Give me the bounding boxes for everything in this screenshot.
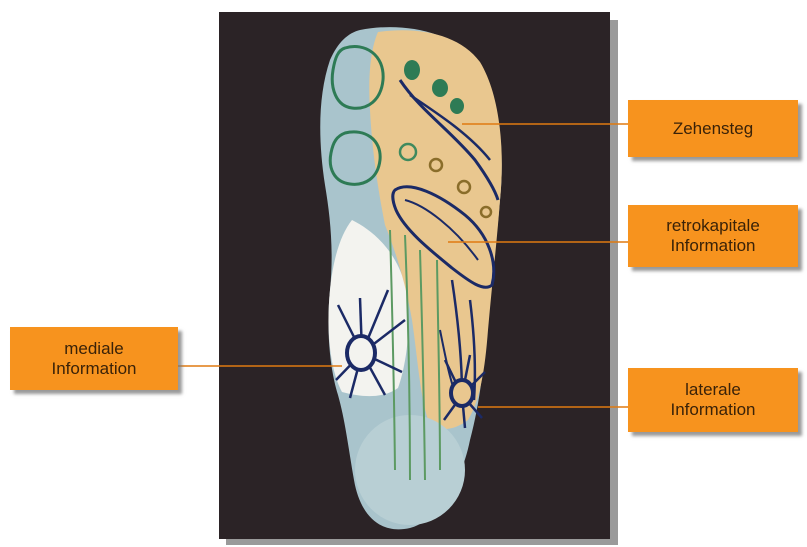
toe-dot (432, 79, 448, 97)
label-zehensteg-text: Zehensteg (673, 119, 753, 139)
label-mediale-line2: Information (51, 359, 136, 379)
lateral-ring (451, 380, 473, 406)
label-retrokapitale-line1: retrokapitale (666, 216, 760, 236)
label-laterale: laterale Information (628, 368, 798, 432)
label-mediale: mediale Information (10, 327, 178, 390)
label-mediale-line1: mediale (64, 339, 124, 359)
medial-ring (347, 336, 375, 370)
label-zehensteg: Zehensteg (628, 100, 798, 157)
label-retrokapitale-line2: Information (670, 236, 755, 256)
label-laterale-line2: Information (670, 400, 755, 420)
toe-dot (450, 98, 464, 114)
label-retrokapitale: retrokapitale Information (628, 205, 798, 267)
label-laterale-line1: laterale (685, 380, 741, 400)
toe-dot (404, 60, 420, 80)
